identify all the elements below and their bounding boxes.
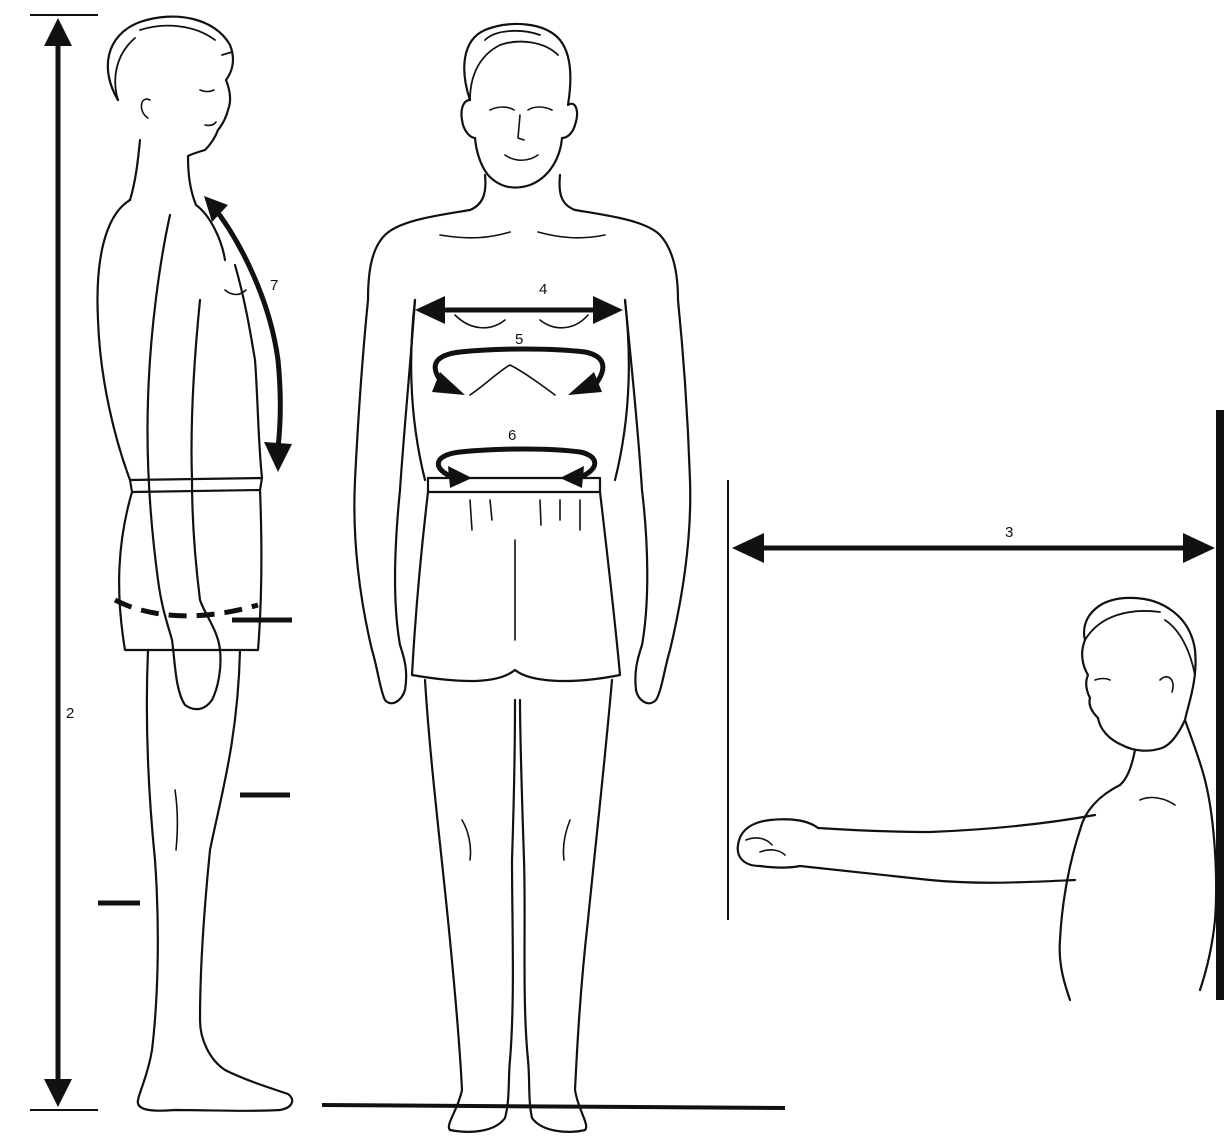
- label-waist: 6: [508, 427, 516, 444]
- waist-measure-arrow: [438, 449, 594, 488]
- label-torso-length: 7: [270, 277, 278, 294]
- under-bust-measure-arrow: [432, 349, 603, 395]
- chest-measure-arrow: [415, 296, 623, 324]
- reach-figure: [728, 410, 1224, 1000]
- front-view-figure: [322, 24, 785, 1132]
- side-view-figure: [97, 17, 292, 1111]
- height-measure-arrow: [30, 15, 98, 1110]
- arm-reach-measure-arrow: [732, 533, 1215, 563]
- label-height: 2: [66, 705, 74, 722]
- label-under-bust: 5: [515, 331, 523, 348]
- label-chest: 4: [539, 281, 547, 298]
- torso-length-measure-arrow: [204, 196, 292, 472]
- label-arm-reach: 3: [1005, 524, 1013, 541]
